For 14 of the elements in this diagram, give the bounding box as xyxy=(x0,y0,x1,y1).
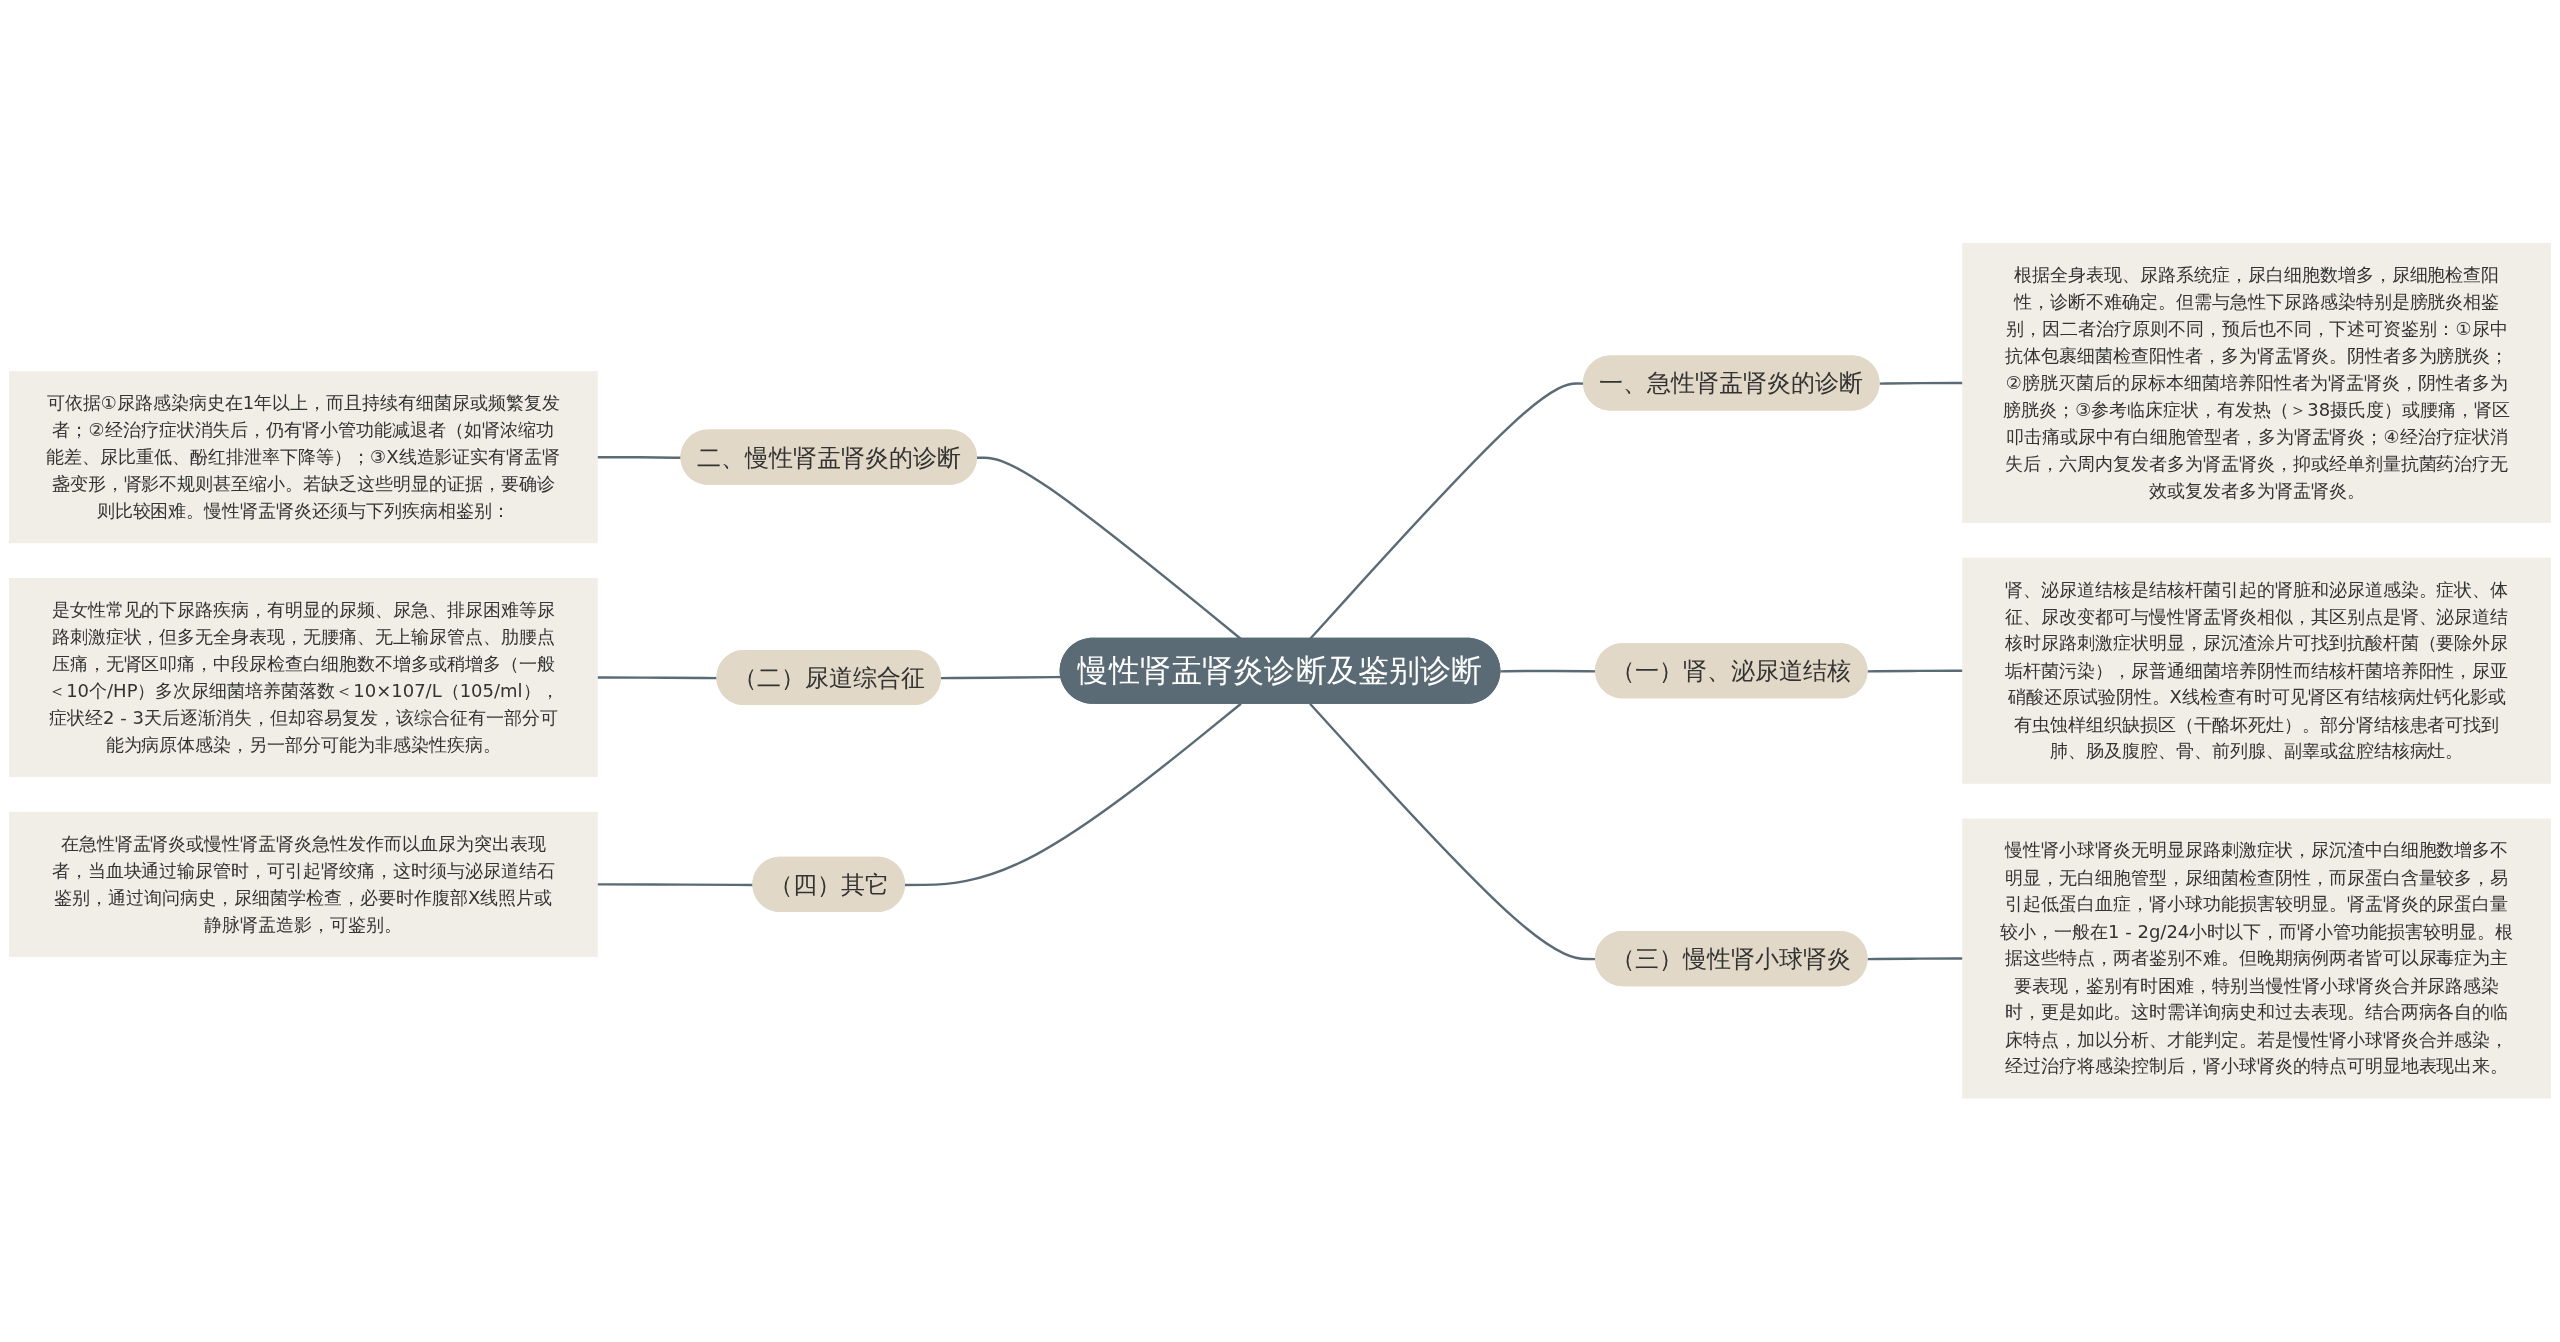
node-box: 是女性常见的下尿路疾病，有明显的尿频、尿急、排尿困难等尿路刺激症状，但多无全身表现，无腰痛、无上输尿管点、肋腰点压痛，无肾区叩痛，中段尿检查白细胞数不增多或稍增多（一般＜10个/HP）多次尿细菌培养菌落数＜10×107/L（105/ml），症状经2 - 3天后逐渐消失，但却容易复发，该综合征有一部分可能为病原体感染，另一部分可能为非感染性疾病。 xyxy=(9,578,598,778)
connector xyxy=(597,456,682,460)
connector xyxy=(1867,669,1963,673)
node-box: 在急性肾盂肾炎或慢性肾盂肾炎急性发作而以血尿为突出表现者，当血块通过输尿管时，可引起肾绞痛，这时须与泌尿道结石鉴别，通过询问病史，尿细菌学检查，必要时作腹部X线照片或静脉肾盂造影，可鉴别。 xyxy=(9,812,598,958)
node-box: 慢性肾小球肾炎无明显尿路刺激症状，尿沉渣中白细胞数增多不明显，无白细胞管型，尿细菌检查阴性，而尿蛋白含量较多，易引起低蛋白血症，肾小球功能损害较明显。肾盂肾炎的尿蛋白量较小，一般在1 - 2g/24小时以下，而肾小管功能损害较明显。根据这些特点，两者鉴别不难。但晚期病例两者皆可以尿毒症为主要表现，鉴别有时困难，特别当慢性肾小球肾炎合并尿路感染时，更是如此。这时需详询病史和过去表现。结合两病各自的临床特点，加以分析、才能判定。若是慢性肾小球肾炎合并感染，经过治疗将感染控制后，肾小球肾炎的特点可明显地表现出来。 xyxy=(1962,818,2551,1099)
node-box: 肾、泌尿道结核是结核杆菌引起的肾脏和泌尿道感染。症状、体征、尿改变都可与慢性肾盂肾炎相似，其区别点是肾、泌尿道结核时尿路刺激症状明显，尿沉渣涂片可找到抗酸杆菌（要除外尿垢杆菌污染），尿普通细菌培养阴性而结核杆菌培养阳性，尿亚硝酸还原试验阴性。X线检查有时可见肾区有结核病灶钙化影或有虫蚀样组织缺损区（干酪坏死灶）。部分肾结核患者可找到肺、肠及腹腔、骨、前列腺、副睾或盆腔结核病灶。 xyxy=(1962,558,2551,784)
connector xyxy=(597,676,718,680)
connector xyxy=(597,883,754,887)
node-box: 可依据①尿路感染病史在1年以上，而且持续有细菌尿或频繁复发者；②经治疗症状消失后，仍有肾小管功能减退者（如肾浓缩功能差、尿比重低、酚红排泄率下降等）；③X线造影证实有肾盂肾盏变形，肾影不规则甚至缩小。若缺乏这些明显的证据，要确诊则比较困难。慢性肾盂肾炎还须与下列疾病相鉴别： xyxy=(9,371,598,544)
node-box: 根据全身表现、尿路系统症，尿白细胞数增多，尿细胞检查阳性，诊断不难确定。但需与急性下尿路感染特别是膀胱炎相鉴别，因二者治疗原则不同，预后也不同，下述可资鉴别：①尿中抗体包裹细菌检查阳性者，多为肾盂肾炎。阴性者多为膀胱炎；②膀胱灭菌后的尿标本细菌培养阳性者为肾盂肾炎，阴性者多为膀胱炎；③参考临床症状，有发热（＞38摄氏度）或腰痛，肾区叩击痛或尿中有白细胞管型者，多为肾盂肾炎；④经治疗症状消失后，六周内复发者多为肾盂肾炎，抑或经单剂量抗菌药治疗无效或复发者多为肾盂肾炎。 xyxy=(1962,243,2551,524)
connector xyxy=(940,676,1062,680)
connector xyxy=(1867,957,1963,961)
connector xyxy=(1879,382,1963,385)
connector xyxy=(905,703,1242,887)
